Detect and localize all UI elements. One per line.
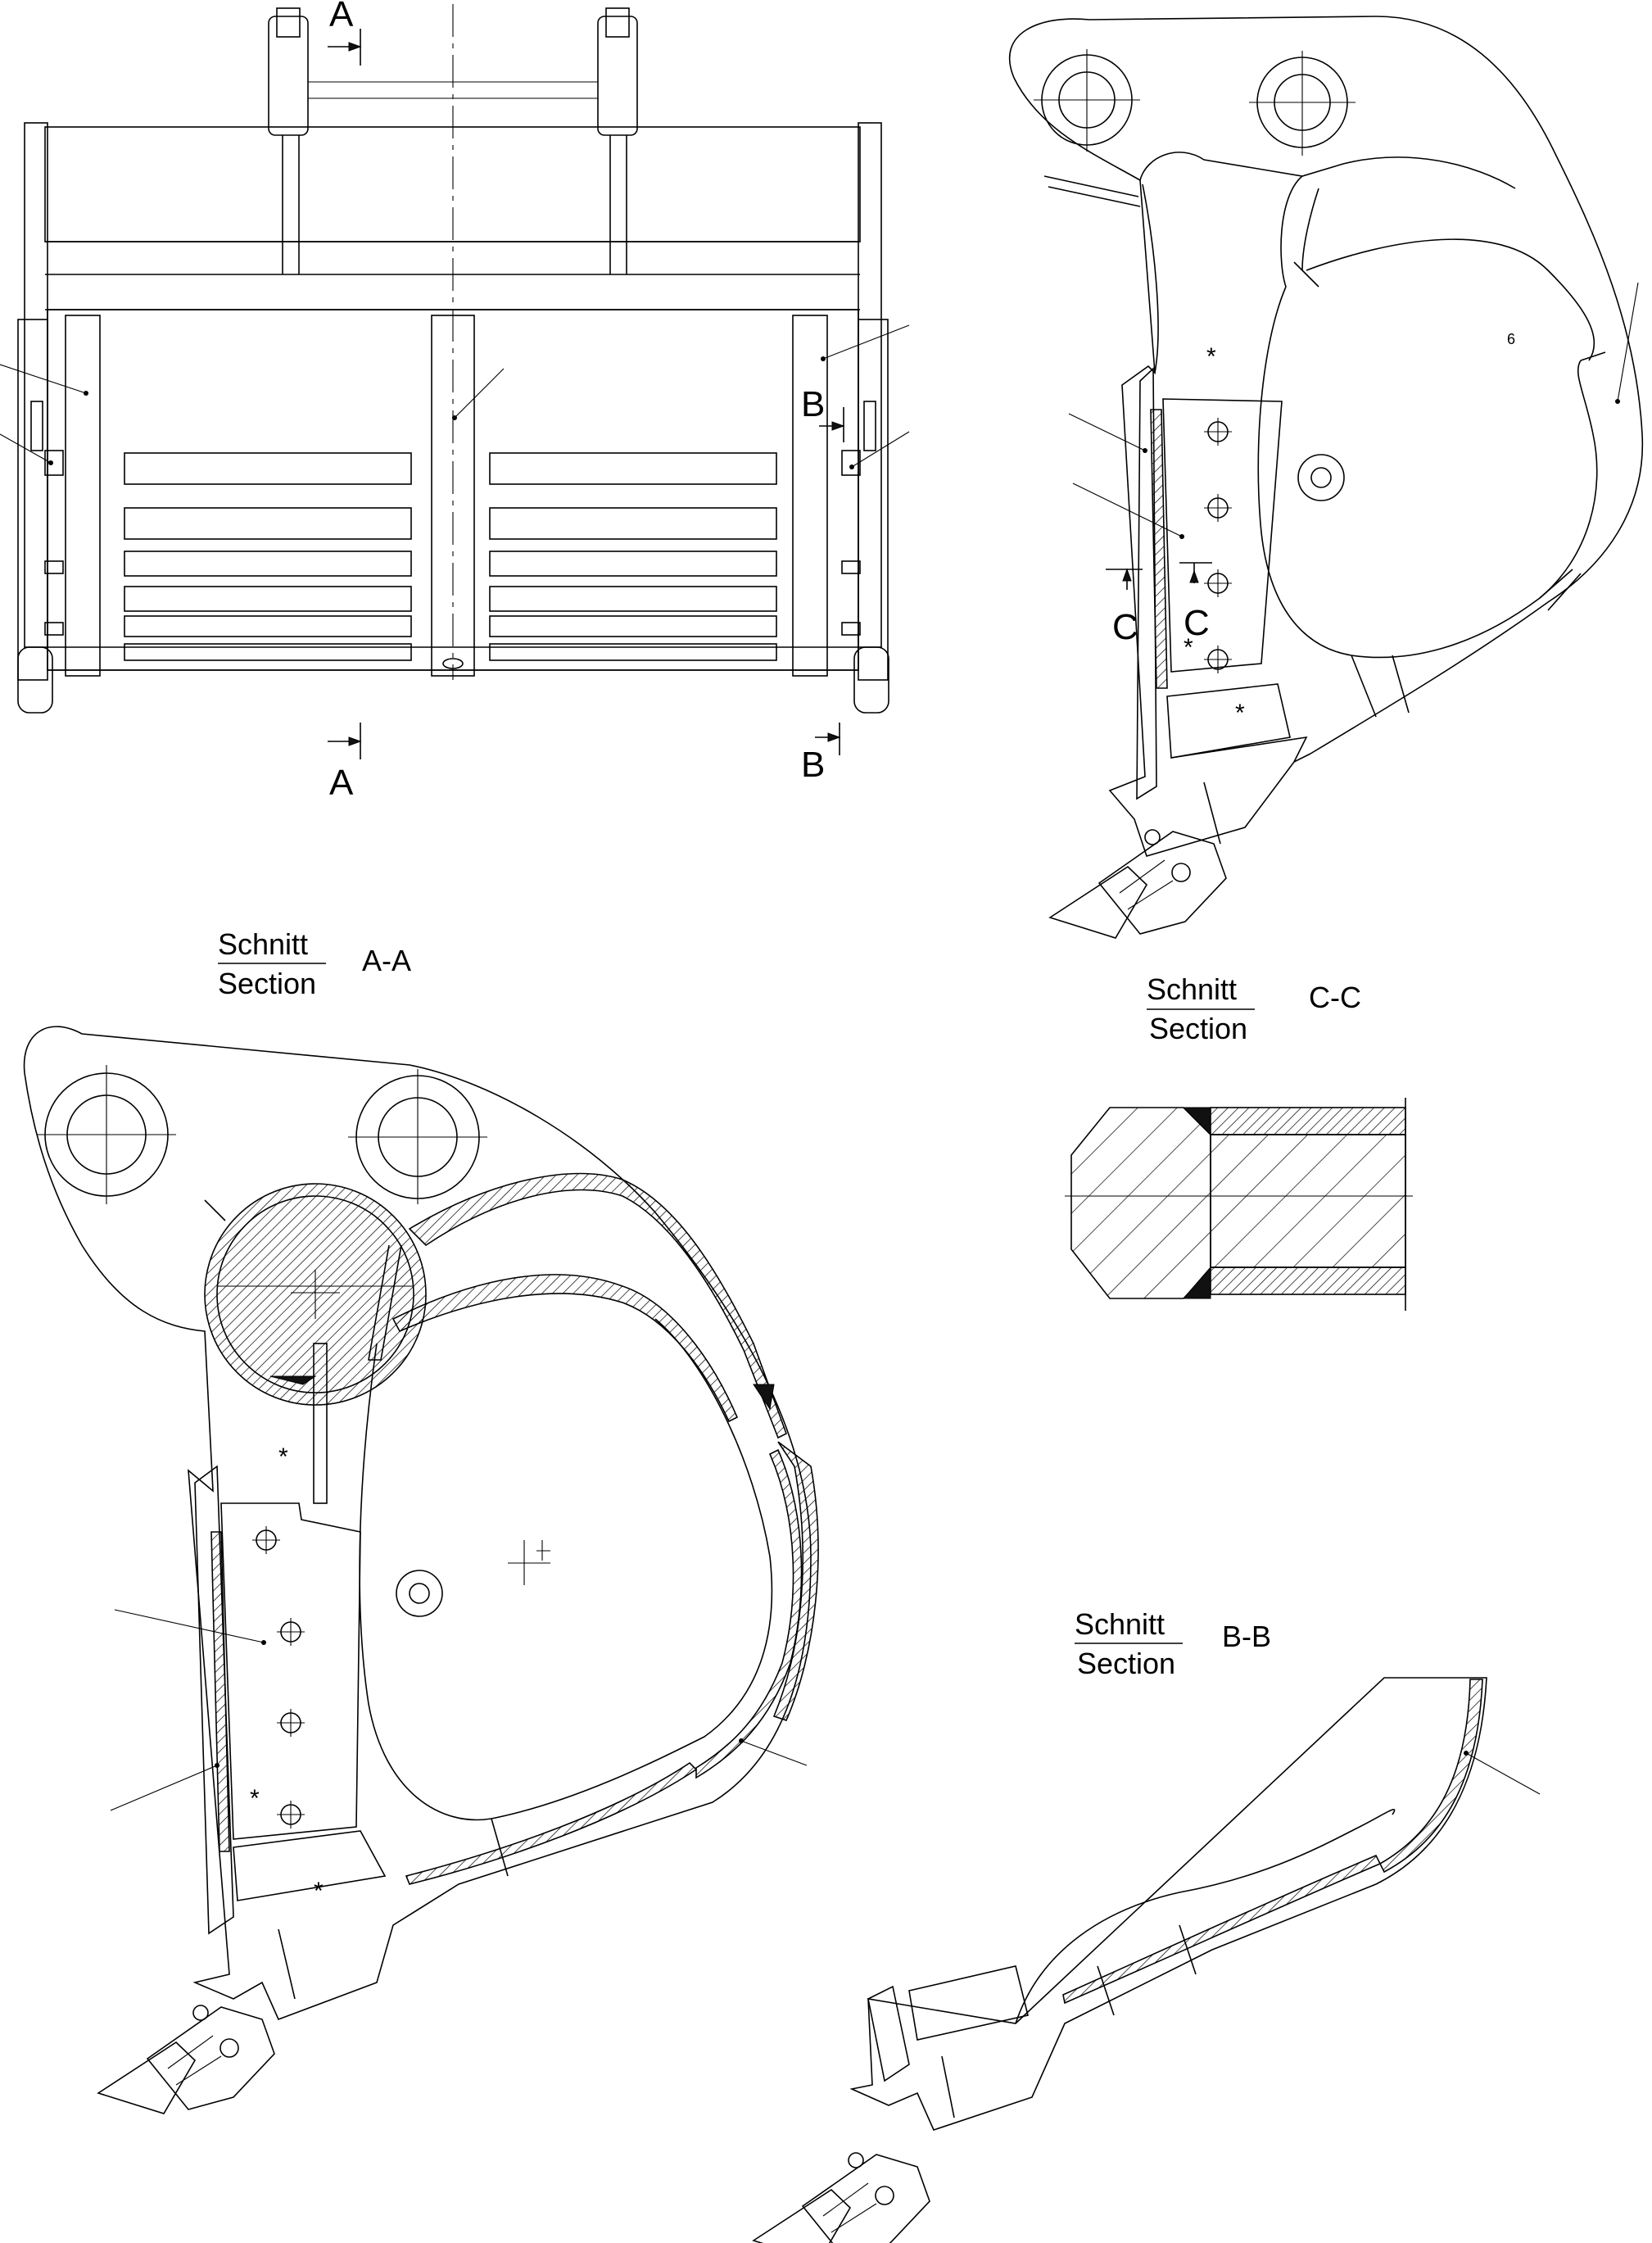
weld-mark: * [250,1785,260,1812]
weld-mark: * [278,1443,288,1470]
label-section-b-top: B [801,384,825,424]
front-view: A A B B [0,0,910,803]
title-word-en: Section [1149,1012,1247,1045]
part-number-label: 6 [1507,331,1515,347]
weld-mark: * [1206,343,1216,370]
section-a-a-view: * * * [23,1026,819,2114]
title-word-en: Section [218,967,316,1000]
section-marker-c: C C [1106,562,1212,647]
front-view-lugs [268,7,638,274]
front-view-leaders [0,324,910,469]
section-id: A-A [362,944,411,977]
section-id: C-C [1309,981,1361,1014]
section-b-b-view [753,1677,1541,2243]
side-view: C C * * * 6 [1008,16,1644,939]
title-word-de: Schnitt [1075,1607,1165,1641]
section-b-b-leader [1465,1752,1541,1795]
weld-mark: * [1235,700,1245,727]
section-id: B-B [1222,1620,1271,1653]
side-view-outline [1008,16,1644,857]
section-c-c-title: Schnitt Section C-C [1147,972,1361,1045]
section-marker-a: A A [328,0,362,803]
section-a-a-leaders [110,1609,808,1811]
section-a-a-title: Schnitt Section A-A [218,927,411,1000]
front-view-side-plates [17,315,889,681]
label-section-c-right: C [1184,603,1210,643]
label-section-c-left: C [1112,607,1138,647]
section-marker-b: B B [801,384,845,785]
side-view-leaders [1068,282,1639,539]
title-word-de: Schnitt [1147,972,1237,1006]
title-word-en: Section [1077,1647,1175,1680]
front-view-center-rib [431,315,475,677]
weld-mark: * [314,1878,324,1905]
section-b-b-title: Schnitt Section B-B [1075,1607,1271,1680]
weld-mark: * [1184,634,1193,661]
side-view-inner-cavity [1257,286,1598,659]
label-section-b-bottom: B [801,745,825,785]
label-section-a-bottom: A [329,763,354,803]
label-section-a-top: A [329,0,354,34]
title-word-de: Schnitt [218,927,308,961]
front-view-wear-strips [124,452,777,661]
section-c-c-view [1065,1098,1413,1311]
